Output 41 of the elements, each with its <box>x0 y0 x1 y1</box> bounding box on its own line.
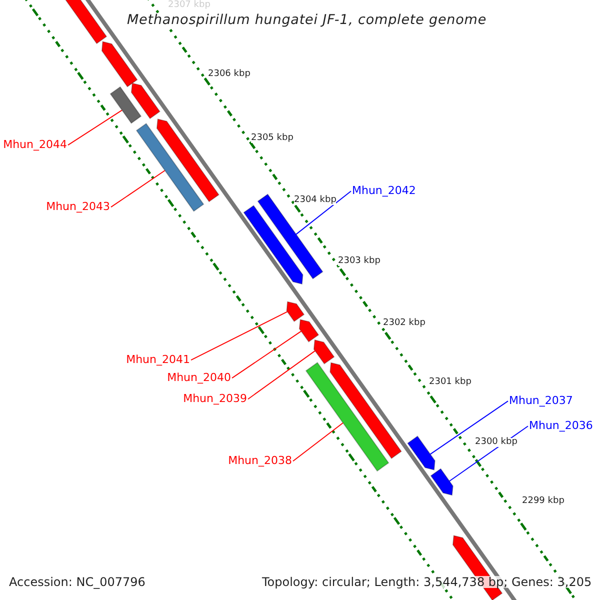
gene-block <box>136 122 204 212</box>
gene-label: Mhun_2044 <box>3 139 67 150</box>
genome-info-text: Topology: circular; Length: 3,544,738 bp; Genes: 3,205 <box>262 576 592 588</box>
leader-line <box>292 422 344 462</box>
title: Methanospirillum hungatei JF-1, complete genome <box>127 13 487 28</box>
leader-line <box>296 190 352 235</box>
gene-label: Mhun_2036 <box>529 420 593 431</box>
scale-label: 2300 kbp <box>475 438 518 447</box>
gene-feature <box>298 318 320 342</box>
gene-block <box>305 362 390 472</box>
leader-line <box>68 110 122 146</box>
scale-label: 2304 kbp <box>294 196 336 205</box>
gene-label: Mhun_2038 <box>228 455 292 466</box>
gene-label: Mhun_2040 <box>167 372 231 383</box>
gene-label: Mhun_2039 <box>183 393 247 404</box>
leader-line <box>190 311 288 361</box>
gene-block <box>110 86 142 124</box>
gene-feature <box>101 40 138 88</box>
leader-line <box>110 170 166 208</box>
gene-feature <box>130 82 160 120</box>
gene-feature <box>430 468 454 496</box>
scale-label: 2305 kbp <box>251 134 294 143</box>
scale-label: 2303 kbp <box>338 257 380 266</box>
gene-feature <box>407 436 436 471</box>
leader-line <box>232 330 302 379</box>
gene-label: Mhun_2043 <box>46 201 110 212</box>
leader-line <box>248 350 316 400</box>
gene-feature <box>330 362 402 460</box>
accession-text: Accession: NC_007796 <box>9 576 146 588</box>
gene-feature <box>286 301 305 322</box>
scale-label: 2299 kbp <box>522 497 564 506</box>
gene-label: Mhun_2041 <box>126 354 190 365</box>
scale-label: 2306 kbp <box>208 70 250 79</box>
leader-line <box>430 400 508 455</box>
gene-label: Mhun_2042 <box>352 185 416 196</box>
gene-label: Mhun_2037 <box>509 395 573 406</box>
scale-label: 2302 kbp <box>383 319 426 328</box>
gene-feature <box>313 339 335 364</box>
gene-feature <box>243 204 304 285</box>
scale-label: 2301 kbp <box>429 378 472 387</box>
gene-feature <box>156 118 220 202</box>
